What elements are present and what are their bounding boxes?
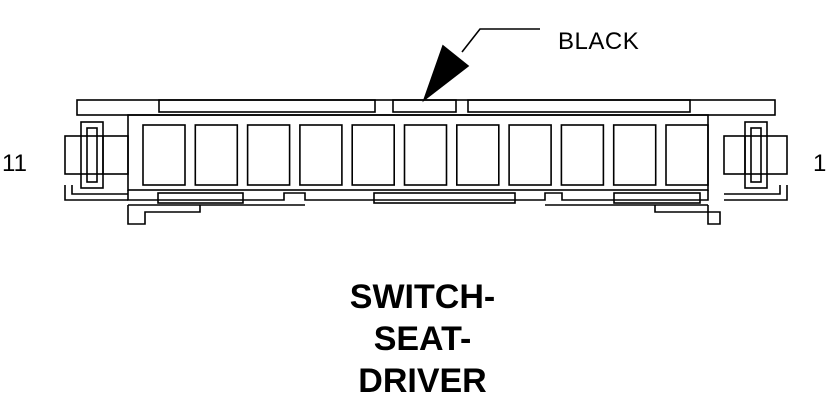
top-flange bbox=[76, 99, 776, 116]
terminal-cavity bbox=[299, 124, 343, 186]
latch-right bbox=[723, 121, 788, 201]
terminal-cavity bbox=[560, 124, 605, 186]
terminal-cavity bbox=[194, 124, 239, 186]
title-line-2: SEAT- bbox=[373, 320, 472, 358]
connector-housing bbox=[127, 114, 721, 225]
pin-number-left: 11 bbox=[2, 150, 27, 177]
callout-label: BLACK bbox=[558, 28, 640, 55]
title-line-3: DRIVER bbox=[358, 362, 487, 400]
callout-arrowhead bbox=[422, 44, 470, 103]
terminal-cavity bbox=[455, 124, 500, 186]
terminal-cavity bbox=[508, 124, 552, 186]
title-line-1: SWITCH- bbox=[349, 278, 496, 316]
terminal-cavity bbox=[612, 124, 657, 186]
latch-left bbox=[64, 121, 129, 201]
pin-number-right: 1 bbox=[813, 150, 827, 177]
terminal-cavity bbox=[142, 124, 186, 186]
terminal-cavity bbox=[351, 124, 396, 186]
connector-title: SWITCH- SEAT- DRIVER bbox=[0, 276, 832, 402]
terminal-cavity bbox=[403, 124, 448, 186]
callout-leader-line bbox=[461, 28, 540, 53]
terminal-cavity bbox=[246, 124, 291, 186]
callout-arrow bbox=[422, 28, 540, 103]
terminal-cavities bbox=[142, 124, 709, 186]
terminal-cavity bbox=[665, 124, 709, 186]
